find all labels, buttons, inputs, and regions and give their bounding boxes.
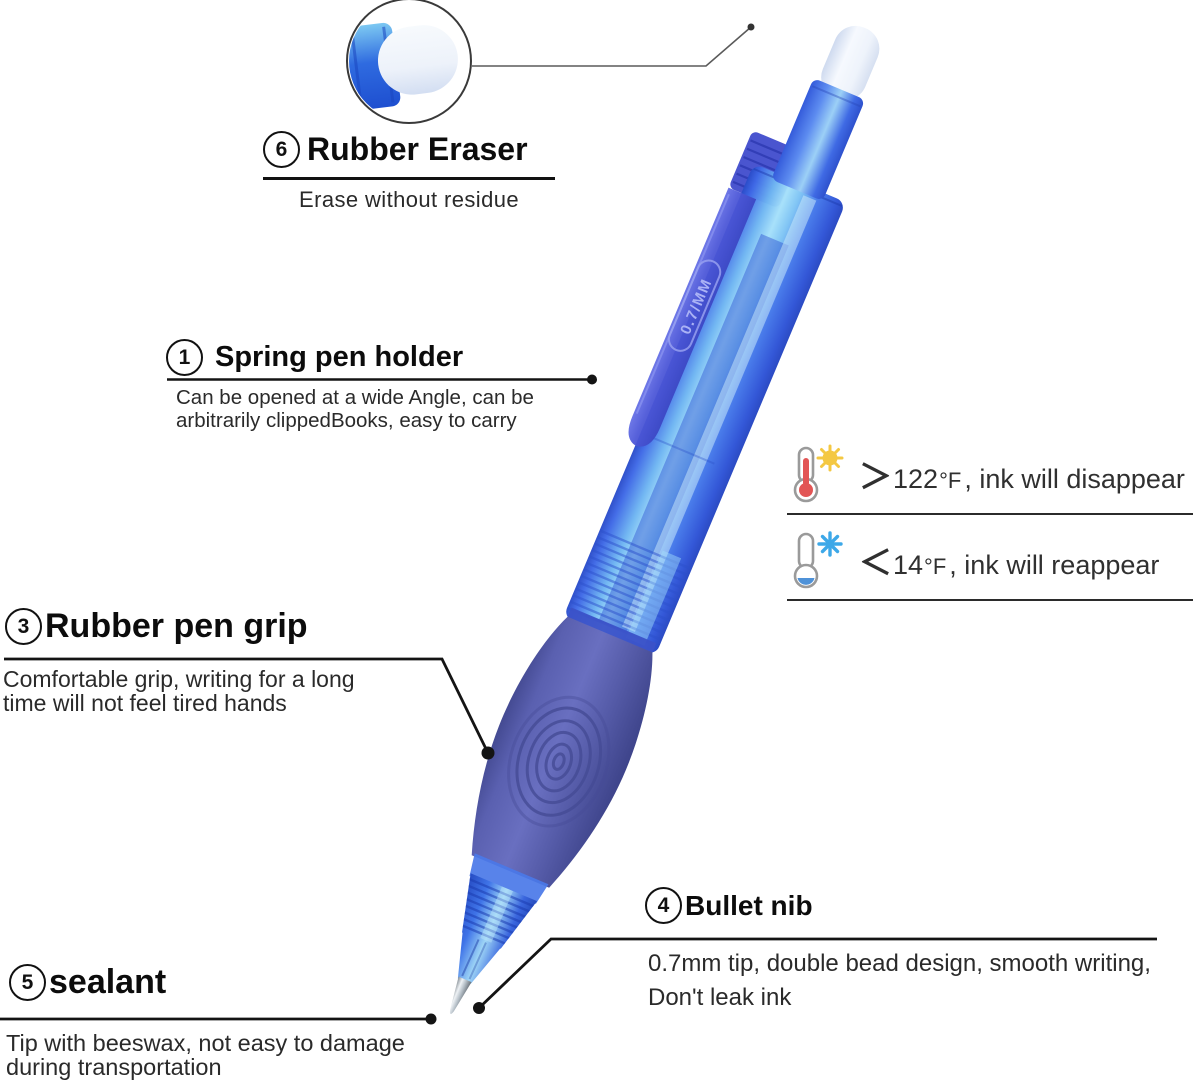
pen-clip: 0.7/MM [628, 187, 757, 447]
grip-desc-line1: Comfortable grip, writing for a long [3, 666, 355, 692]
pen-rib-section [567, 529, 692, 648]
thermometer-hot-icon [793, 444, 844, 503]
hot-temp-text: ＞122°F, ink will disappear [859, 450, 1185, 498]
circled-number-1: 1 [166, 339, 203, 376]
pen-grip [471, 607, 657, 888]
grip-leader-line [4, 657, 495, 760]
grip-desc-line2: time will not feel tired hands [3, 689, 287, 716]
thermometer-cold-icon [793, 531, 843, 589]
snowflake-icon [817, 531, 843, 557]
callout-holder-desc: Can be opened at a wide Angle, can be ar… [176, 386, 534, 433]
callout-nib-desc: 0.7mm tip, double bead design, smooth wr… [648, 947, 1151, 1016]
holder-underline [167, 374, 597, 385]
circled-number-5: 5 [9, 964, 46, 1001]
nib-desc-line2: Don't leak ink [648, 984, 792, 1012]
temperature-hot-row: ＞122°F, ink will disappear [787, 444, 1193, 515]
callout-rubber-grip: 3 Rubber pen grip [5, 607, 308, 646]
callout-nib-title: Bullet nib [685, 889, 813, 921]
temperature-cold-row: ＜14°F, ink will reappear [787, 530, 1193, 601]
callout-sealant-title: sealant [49, 963, 167, 1001]
pen-collar [469, 853, 549, 904]
nib-desc-line1: 0.7mm tip, double bead design, smooth wr… [648, 950, 1151, 977]
pen-eraser [821, 25, 880, 101]
nib-leader-line [473, 937, 1157, 1014]
pen-cone [450, 873, 538, 984]
callout-bullet-nib: 4 Bullet nib [645, 887, 813, 924]
callout-eraser-desc: Erase without residue [299, 187, 519, 212]
holder-desc-line2: arbitrarily clippedBooks, easy to carry [176, 408, 517, 432]
circled-number-3: 3 [5, 608, 42, 645]
pen-metal-tip [449, 976, 472, 1014]
callout-sealant: 5 sealant [9, 963, 166, 1002]
sealant-leader-line [0, 1013, 437, 1025]
pen-barrel [566, 166, 843, 653]
sealant-desc-line2: during transportation [6, 1054, 222, 1081]
temperature-info: ＞122°F, ink will disappear ＜14°F, ink wi… [787, 444, 1193, 601]
callout-eraser: 6 Rubber Eraser Erase without residue [263, 131, 555, 213]
circled-number-6: 6 [263, 131, 300, 168]
eraser-inset-circle [346, 0, 472, 124]
sealant-desc-line1: Tip with beeswax, not easy to damage [6, 1030, 405, 1056]
holder-desc-line1: Can be opened at a wide Angle, can be [176, 386, 534, 409]
pen-body: 0.7/MM [449, 25, 880, 1014]
callout-eraser-title: Rubber Eraser [307, 131, 528, 167]
callout-holder-title: Spring pen holder [215, 341, 464, 373]
callout-grip-title: Rubber pen grip [45, 607, 308, 645]
grip-spiral [507, 695, 611, 828]
callout-spring-holder: 1 Spring pen holder [166, 339, 463, 376]
cold-temp-text: ＜14°F, ink will reappear [859, 536, 1159, 584]
greater-than-sign: ＞ [859, 458, 892, 495]
circled-number-4: 4 [645, 887, 682, 924]
eraser-leader-line [472, 23, 755, 67]
callout-sealant-desc: Tip with beeswax, not easy to damage dur… [6, 1031, 405, 1080]
sun-icon [816, 444, 844, 472]
less-than-sign: ＜ [859, 544, 892, 581]
callout-grip-desc: Comfortable grip, writing for a long tim… [3, 666, 355, 716]
pen-plunger [773, 80, 864, 199]
